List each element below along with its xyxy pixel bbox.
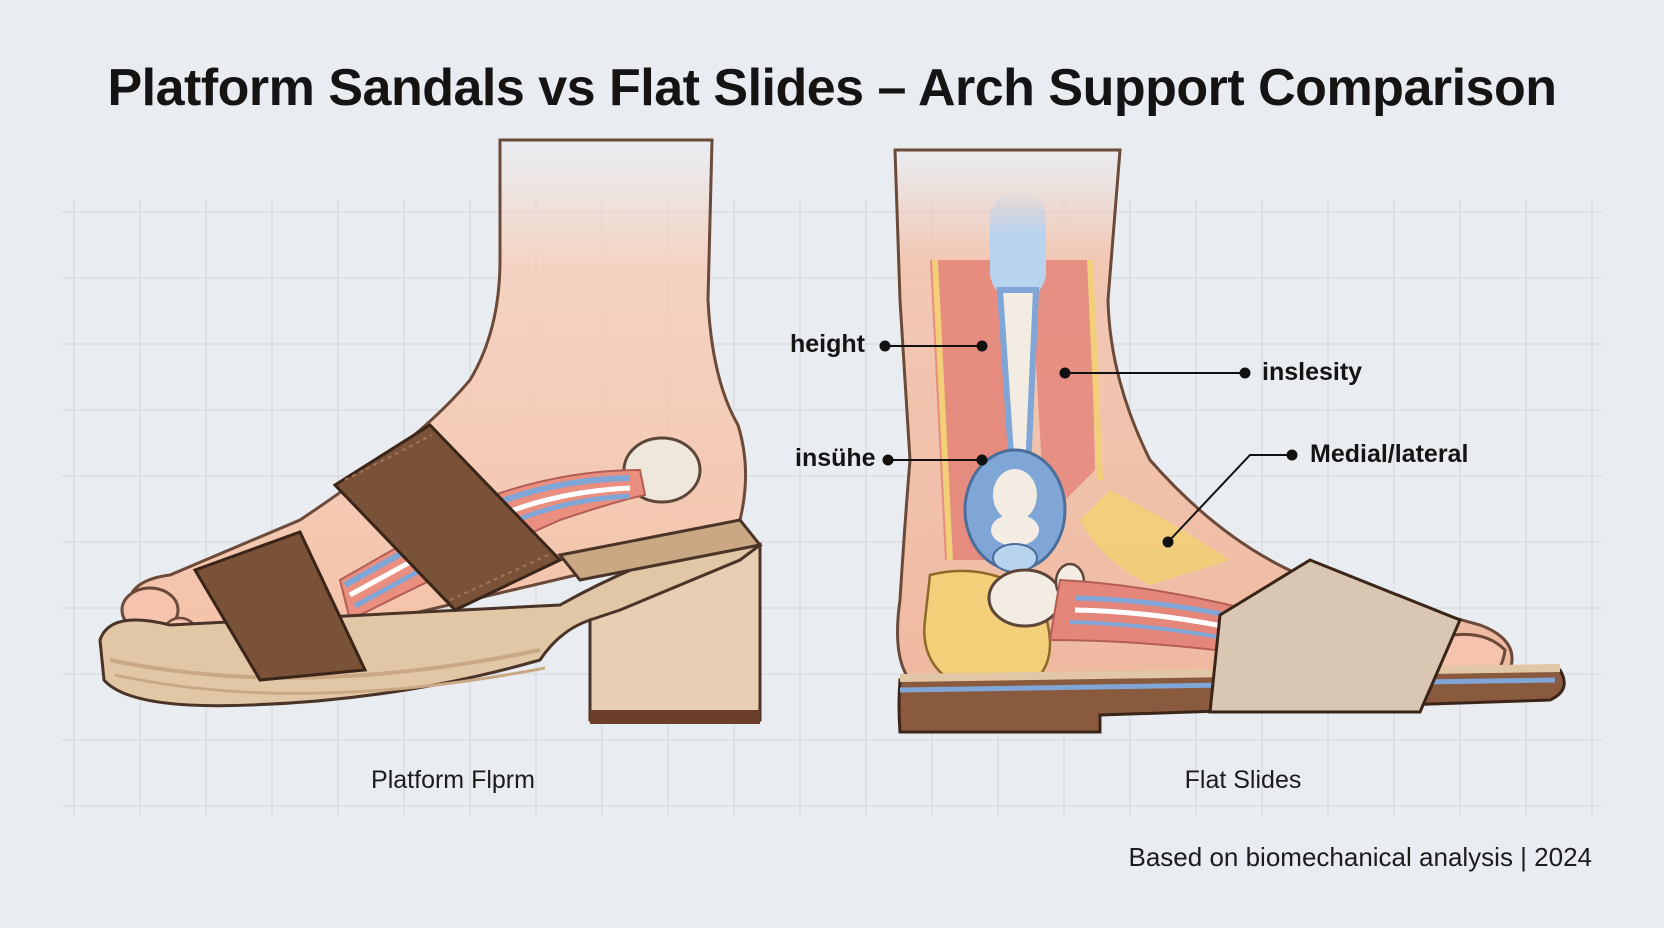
- callout-medial-lateral: Medial/lateral: [1310, 440, 1469, 468]
- flat-slide-illustration: [893, 148, 1566, 734]
- platform-sandal-illustration: [98, 138, 763, 724]
- background-grid: [62, 200, 1602, 815]
- callout-inslesity: inslesity: [1262, 358, 1363, 386]
- right-panel-caption: Flat Slides: [1184, 766, 1302, 794]
- left-panel-caption: Platform Flprm: [371, 766, 535, 794]
- leader-dot-icon: [1239, 367, 1251, 379]
- callout-height: height: [790, 330, 865, 358]
- leader-dot-icon: [1286, 449, 1298, 461]
- leader-dot-icon: [976, 454, 988, 466]
- footnote: Based on biomechanical analysis | 2024: [1128, 842, 1593, 872]
- leader-dot-icon: [882, 454, 894, 466]
- page-title: Platform Sandals vs Flat Slides – Arch S…: [107, 59, 1557, 117]
- leader-dot-icon: [1059, 367, 1071, 379]
- leader-dot-icon: [1162, 536, 1174, 548]
- callout-leaders: [879, 340, 1298, 548]
- leader-dot-icon: [879, 340, 891, 352]
- callout-insuhe: insühe: [795, 444, 876, 472]
- leader-dot-icon: [976, 340, 988, 352]
